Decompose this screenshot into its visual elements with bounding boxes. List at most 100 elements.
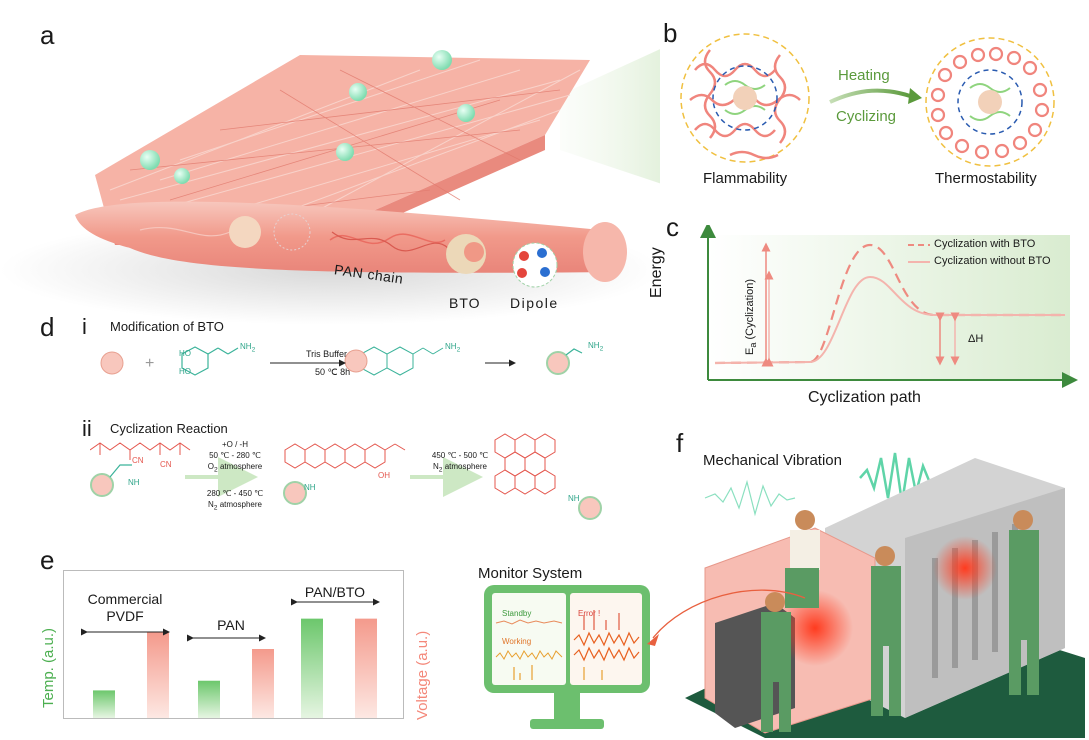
curve-without-bto <box>714 275 1065 364</box>
o2-rest: atmosphere <box>217 462 263 471</box>
tris-conditions-label: 50 ℃ 8h <box>315 367 351 377</box>
ea-paren: (Cyclization) <box>744 278 756 343</box>
nh2-text: NH <box>240 342 252 351</box>
mechanical-vibration-title: Mechanical Vibration <box>703 452 842 469</box>
nh2-sub: 2 <box>456 346 461 354</box>
dipole-in-fiber <box>273 213 311 251</box>
bto-particle <box>336 143 354 161</box>
worker-1 <box>785 510 820 608</box>
ea-label: Ea (Cyclization) <box>744 279 758 355</box>
panel-f-illustration <box>647 452 1085 738</box>
fiber-tube-end <box>583 222 627 282</box>
cond2-c: O2 atmosphere <box>185 462 285 474</box>
panel-letter-e: e <box>40 545 55 575</box>
modified-bto <box>546 351 570 375</box>
heat-spot-2 <box>933 536 997 600</box>
dipole-label: Dipole <box>510 295 559 311</box>
worker-4 <box>1009 510 1039 695</box>
bto-particle <box>140 150 160 170</box>
temp-axis-label: Temp. (a.u.) <box>40 627 57 708</box>
modification-title: Modification of BTO <box>110 319 224 334</box>
n2-sub: 2 <box>213 504 218 512</box>
cyclizing-label: Cyclizing <box>836 108 897 125</box>
ho-label-1: HO <box>179 349 191 358</box>
bto-particle-reactant <box>100 351 124 375</box>
cond3-b: N2 atmosphere <box>410 462 510 474</box>
n2-sub: 2 <box>438 466 443 474</box>
tris-buffer-label: Tris Buffer <box>306 349 348 359</box>
legend-with-bto: Cyclization with BTO <box>934 238 1036 250</box>
energy-axis-label: Energy <box>648 247 665 298</box>
thermostability-label: Thermostability <box>935 170 1037 187</box>
bto-core-right <box>978 90 1002 114</box>
bar-temp-1 <box>198 680 220 718</box>
nh2-label-1: NH2 <box>240 342 255 354</box>
o2-symbol: O <box>207 462 215 471</box>
cond3-a: 450 ℃ - 500 ℃ <box>431 451 489 460</box>
group-pvdf-line1: Commercial <box>87 591 163 607</box>
panel-letter-c: c <box>666 212 679 242</box>
nh2-sub: 2 <box>599 345 604 353</box>
pan-chain-line <box>329 233 446 245</box>
graphitic-structure <box>494 433 556 495</box>
error-label: Error ! <box>578 609 601 618</box>
worker-3 <box>761 592 791 732</box>
fiber-mat <box>95 55 590 230</box>
bto-particle <box>174 168 190 184</box>
panel-b-illustration <box>680 33 1055 167</box>
svg-text:+: + <box>145 355 154 372</box>
monitor-title: Monitor System <box>478 565 583 582</box>
heat-spot-1 <box>777 590 853 666</box>
flammability-label: Flammability <box>703 170 788 187</box>
monitor-stand <box>554 693 580 719</box>
bto-core-left <box>733 86 757 110</box>
n2-symbol: N <box>208 500 214 509</box>
signal-connection-line <box>652 589 806 639</box>
pan-chain-structure <box>90 442 191 460</box>
bto-particle <box>457 104 475 122</box>
panel-d-reaction-schemes: + <box>90 346 602 520</box>
bto-particle <box>349 83 367 101</box>
panel-letter-d: d <box>40 312 55 342</box>
nh-label-1: NH <box>128 478 140 487</box>
cyclization-path-label: Cyclization path <box>808 389 921 406</box>
o2-sub: 2 <box>214 466 218 474</box>
panel-e-bar-chart <box>63 570 404 719</box>
ea-symbol: E <box>744 347 756 355</box>
bar-voltage-1 <box>252 649 274 718</box>
cond2-d: 280 ℃ - 450 ℃ <box>206 489 264 498</box>
panel-letter-f: f <box>676 428 684 458</box>
group-panbto-label: PAN/BTO <box>304 584 366 600</box>
cond2-a: +O / -H <box>221 440 248 449</box>
monitor-screen-left <box>492 593 566 685</box>
roman-ii: ii <box>82 416 92 441</box>
monitor-base <box>530 719 604 729</box>
bar-voltage-2 <box>355 618 377 718</box>
cn-label-1: CN <box>132 456 144 465</box>
nh-label-3: NH <box>568 494 580 503</box>
panel-letter-a: a <box>40 20 55 50</box>
dipole-sphere <box>512 242 558 288</box>
n2-rest: atmosphere <box>442 462 487 471</box>
ea-subscript: a <box>748 342 759 348</box>
panel-a-illustration <box>0 49 660 325</box>
cn-label-2: CN <box>160 460 172 469</box>
ladder-structure <box>284 443 406 469</box>
nh2-sub: 2 <box>251 346 256 354</box>
bto-in-fiber <box>229 216 261 248</box>
polydopamine-structure <box>360 346 444 376</box>
delta-h-label: ΔH <box>968 333 984 345</box>
heating-label: Heating <box>838 67 890 84</box>
ho-label-2: HO <box>179 367 191 376</box>
standby-label: Standby <box>502 609 532 618</box>
panel-c-energy-diagram <box>700 225 1078 388</box>
working-label: Working <box>502 637 532 646</box>
bto-label: BTO <box>449 295 481 311</box>
curve-with-bto <box>714 243 1065 365</box>
nh2-text: NH <box>445 342 457 351</box>
n2-symbol: N <box>433 462 439 471</box>
heating-arrow <box>829 88 911 104</box>
group-pvdf-label: Commercial PVDF <box>60 591 190 625</box>
cyclization-reaction-title: Cyclization Reaction <box>110 421 228 436</box>
oh-label: OH <box>378 471 390 480</box>
